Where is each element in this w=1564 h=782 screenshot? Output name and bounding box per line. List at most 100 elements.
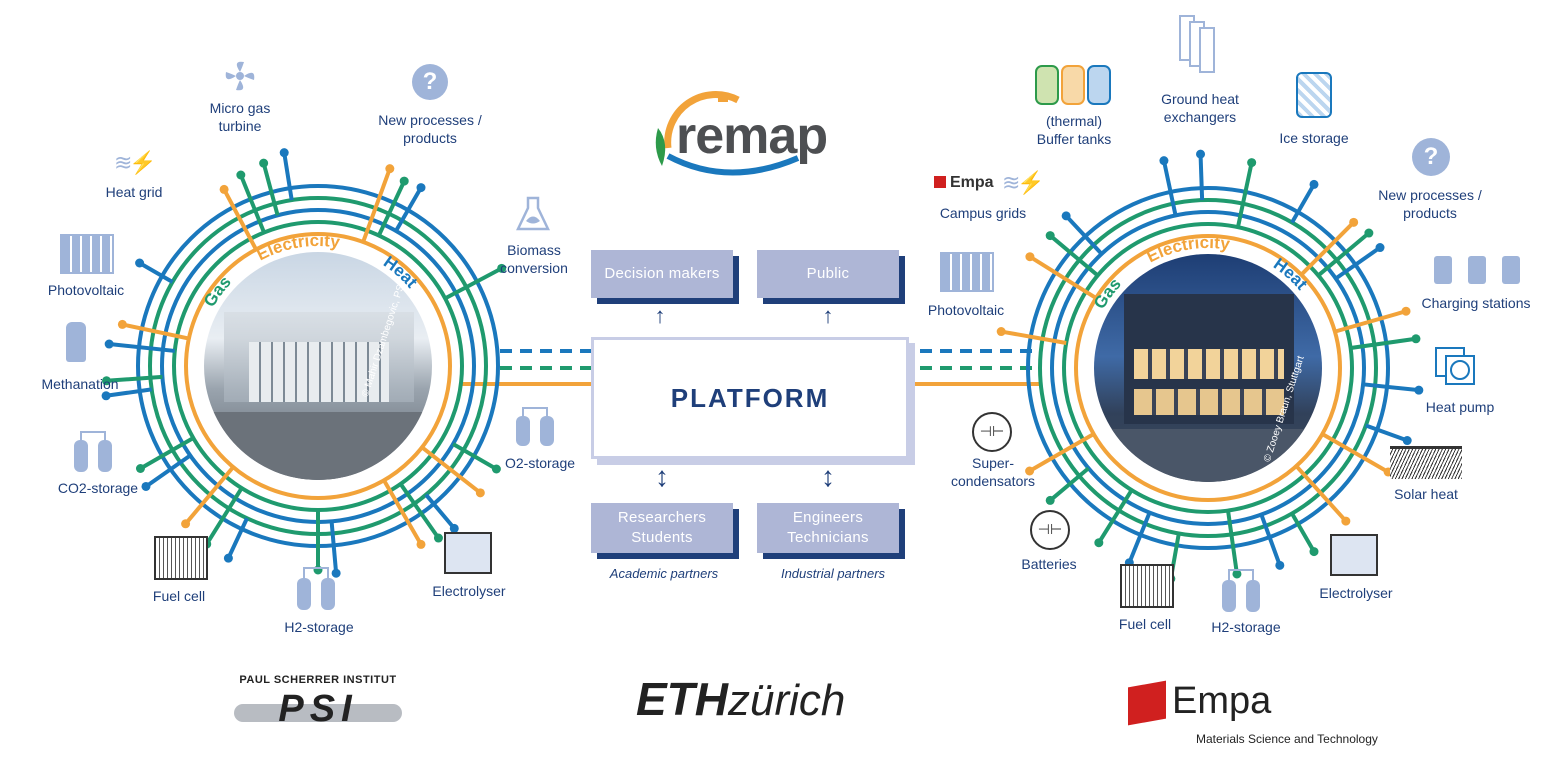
double-arrow-right: ↕ — [821, 461, 835, 492]
spoke-dot — [1045, 495, 1055, 505]
supercap-icon: ⊣⊢ — [972, 412, 1012, 452]
electrolyser-icon-right — [1330, 534, 1378, 576]
ring-spoke — [1299, 220, 1356, 277]
remap-logo-text: remap — [676, 107, 828, 165]
ring-spoke — [1161, 160, 1178, 216]
remap-logo: remap — [648, 88, 848, 183]
spoke-dot — [491, 464, 501, 474]
ring-spoke — [444, 266, 503, 301]
h2-cylinder-icon-right — [1220, 568, 1268, 612]
heat-pump-icon — [1434, 346, 1478, 386]
fan-icon — [222, 58, 258, 94]
ring-spoke — [282, 152, 294, 201]
solar-panel-icon — [60, 234, 114, 274]
micro-gas-turbine-label: Micro gas turbine — [209, 100, 271, 134]
spoke-dot — [475, 488, 485, 498]
ring-spoke — [1317, 231, 1371, 277]
ice-storage-label: Ice storage — [1279, 130, 1349, 146]
spoke-dot — [1341, 516, 1351, 526]
spoke-dot — [104, 339, 114, 349]
spoke-dot — [135, 258, 145, 268]
ring-spoke — [261, 162, 280, 216]
empa-logo: Empa Materials Science and Technology — [1128, 680, 1378, 750]
heat-pump-label: Heat pump — [1425, 399, 1495, 415]
buffer-tanks-label: (thermal) Buffer tanks — [1036, 113, 1112, 147]
ground-heat-label: Ground heat exchangers — [1161, 91, 1239, 125]
industrial-partners-label: Industrial partners — [780, 566, 886, 581]
spoke-dot — [1349, 217, 1359, 227]
spoke-dot — [416, 183, 426, 193]
double-arrow-left: ↕ — [655, 461, 669, 492]
empa-cube-icon — [1128, 680, 1166, 726]
psi-facility-photo — [204, 252, 432, 480]
spoke-dot — [1247, 158, 1257, 168]
o2-cylinder-icon — [514, 406, 562, 446]
ring-spoke — [1290, 512, 1316, 553]
ring-spoke — [1127, 511, 1152, 564]
question-icon-right: ? — [1412, 138, 1450, 176]
ring-spoke — [1000, 329, 1067, 345]
public-box: Public — [757, 250, 899, 298]
new-processes-label-left: New processes / products — [378, 112, 482, 146]
batteries-label: Batteries — [1021, 556, 1077, 572]
left-spokes — [101, 148, 507, 578]
spoke-dot — [1025, 252, 1035, 262]
ring-spoke — [222, 188, 258, 251]
right-rings — [1026, 186, 1390, 550]
ground-heat-icon — [1178, 14, 1224, 74]
spoke-dot — [1401, 306, 1411, 316]
ring-spoke — [226, 517, 249, 559]
spoke-dot — [399, 176, 409, 186]
spoke-dot — [223, 553, 233, 563]
new-processes-label-right: New processes / products — [1378, 187, 1482, 221]
spoke-dot — [141, 481, 151, 491]
spoke-dot — [1232, 569, 1242, 579]
fuel-cell-icon — [154, 536, 208, 580]
academic-partners-label: Academic partners — [609, 566, 719, 581]
spoke-dot — [1364, 228, 1374, 238]
platform-box: PLATFORM — [591, 337, 909, 459]
spoke-dot — [117, 319, 127, 329]
photovoltaic-label-left: Photovoltaic — [47, 282, 125, 298]
spoke-dot — [1411, 334, 1421, 344]
question-icon: ? — [412, 64, 448, 100]
methanation-label: Methanation — [41, 376, 119, 392]
spoke-dot — [1061, 211, 1071, 221]
electrolyser-label-left: Electrolyser — [432, 583, 506, 599]
ring-spoke — [1235, 162, 1254, 228]
h2-storage-label-right: H2-storage — [1211, 619, 1281, 635]
solar-panel-icon-right — [940, 252, 994, 292]
ring-spoke — [139, 436, 195, 471]
ring-spoke — [398, 482, 441, 540]
campus-grids-label: Campus grids — [939, 205, 1027, 221]
h2-cylinder-icon — [295, 566, 343, 610]
ring-spoke — [452, 442, 498, 471]
electrolyser-label-right: Electrolyser — [1319, 585, 1393, 601]
up-arrow-left: ↑ — [654, 303, 666, 328]
ring-spoke — [106, 374, 163, 383]
empa-small-text: Empa — [950, 174, 994, 191]
psi-logo-top: PAUL SCHERRER INSTITUT — [239, 674, 397, 686]
spoke-dot — [219, 184, 229, 194]
spoke-dot — [1025, 466, 1035, 476]
spoke-dot — [1045, 231, 1055, 241]
co2-cylinder-icon — [72, 430, 120, 472]
buffer-tank-icon — [1034, 62, 1112, 106]
ice-storage-icon — [1296, 72, 1332, 118]
charging-station-icon — [1432, 254, 1528, 286]
photovoltaic-label-right: Photovoltaic — [927, 302, 1005, 318]
ring-spoke — [1350, 336, 1417, 350]
campus-heat-icon: ≋⚡ — [1002, 170, 1045, 195]
ring-spoke — [1064, 214, 1104, 256]
h2-storage-label-left: H2-storage — [284, 619, 354, 635]
spoke-dot — [101, 391, 111, 401]
ring-spoke — [121, 322, 190, 341]
spoke-dot — [1196, 149, 1206, 159]
eth-logo-bold: ETH — [636, 673, 728, 725]
ring-spoke — [1290, 183, 1316, 224]
spoke-dot — [385, 164, 395, 174]
spoke-dot — [181, 519, 191, 529]
spoke-dot — [259, 158, 269, 168]
flask-icon — [516, 196, 550, 232]
gas-bottle-icon — [66, 322, 86, 362]
